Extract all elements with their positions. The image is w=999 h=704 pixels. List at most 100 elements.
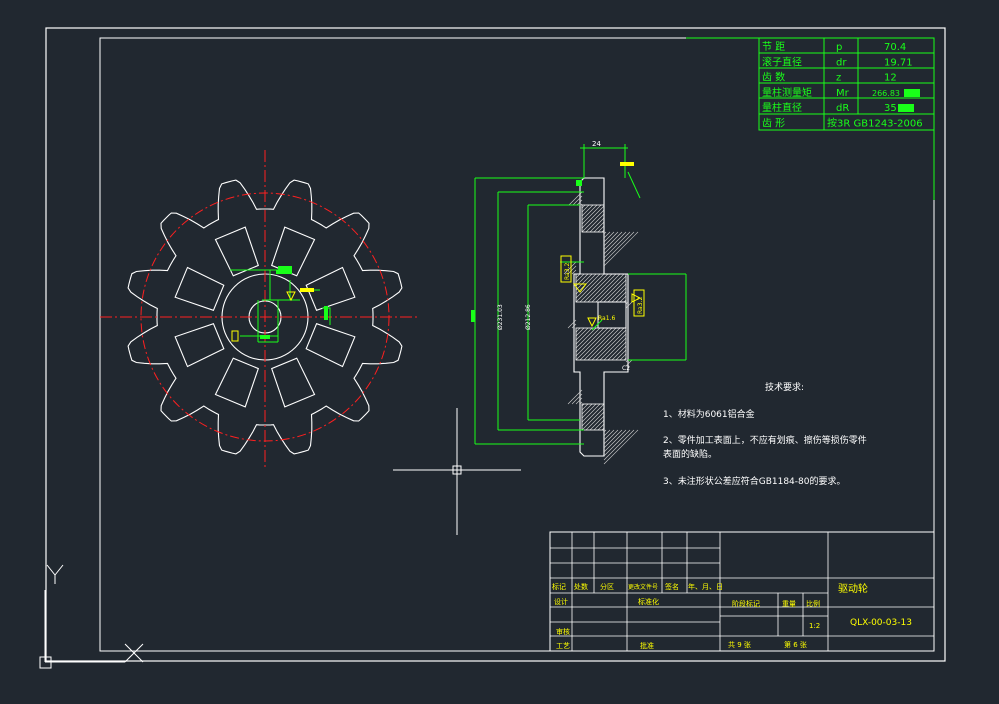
hatch-line bbox=[603, 231, 627, 255]
hatch-line bbox=[575, 327, 597, 349]
roughness-symbol bbox=[286, 291, 296, 302]
hatch-line bbox=[563, 261, 577, 275]
hatch-line bbox=[603, 429, 607, 433]
param-value: 19.71 bbox=[884, 57, 913, 68]
hatch-line bbox=[593, 419, 605, 431]
sheets-total: 共 9 张 bbox=[728, 640, 751, 649]
hatch-line bbox=[615, 349, 627, 361]
hatch-line bbox=[593, 221, 605, 233]
lightening-hole bbox=[214, 357, 260, 408]
table-marker bbox=[898, 108, 914, 112]
hatch-line bbox=[603, 429, 635, 461]
annotation-marker bbox=[231, 330, 239, 342]
hatch-line bbox=[587, 327, 621, 361]
design-label: 设计 bbox=[554, 597, 568, 606]
hatch-line bbox=[603, 231, 623, 251]
param-value: 70.4 bbox=[884, 42, 906, 53]
hatch-line bbox=[581, 403, 593, 415]
sprocket-front-view[interactable] bbox=[100, 150, 420, 470]
annotation-marker bbox=[278, 266, 292, 270]
hatch-line bbox=[595, 273, 625, 303]
hatch-line bbox=[615, 291, 627, 303]
hatch-region bbox=[581, 204, 605, 233]
rev-header-4: 签名 bbox=[665, 582, 679, 591]
crosshair-cursor[interactable] bbox=[393, 408, 521, 535]
hatch-line bbox=[575, 273, 593, 291]
roughness-box bbox=[633, 289, 645, 317]
param-symbol: dR bbox=[836, 103, 849, 114]
hatch-line bbox=[575, 327, 585, 337]
dimension-marker bbox=[620, 162, 634, 166]
hatch-line bbox=[581, 407, 605, 431]
hatch-line bbox=[603, 231, 639, 267]
hatch-line bbox=[603, 279, 627, 303]
hatch-line bbox=[581, 403, 597, 419]
tech-req-item-2b: 表面的缺陷。 bbox=[663, 448, 717, 460]
hatch-line bbox=[603, 231, 607, 235]
lightening-hole bbox=[270, 357, 316, 408]
process-label: 工艺 bbox=[556, 642, 570, 650]
hatch-line bbox=[591, 327, 625, 361]
hatch-line bbox=[603, 429, 627, 453]
hatch-line bbox=[580, 203, 583, 206]
hatch-line bbox=[581, 403, 589, 411]
dimension-marker bbox=[576, 180, 582, 186]
approve-label: 批准 bbox=[640, 641, 654, 650]
roughness-symbol bbox=[587, 317, 597, 328]
tech-req-item-2: 2、零件加工表面上，不应有划痕、擦伤等损伤零件 bbox=[663, 434, 867, 446]
sheet-number: 第 6 张 bbox=[784, 640, 807, 649]
hatch-line bbox=[625, 359, 633, 367]
hatch-line bbox=[583, 327, 617, 361]
hatch-line bbox=[572, 195, 583, 206]
param-name: 齿 形 bbox=[762, 118, 785, 130]
hatch-line bbox=[589, 415, 605, 431]
param-symbol: dr bbox=[836, 57, 847, 68]
weight-label: 重量 bbox=[782, 600, 796, 608]
hatch-line bbox=[567, 389, 583, 405]
param-value: 12 bbox=[884, 73, 897, 84]
hatch-line bbox=[603, 231, 619, 247]
hatch-line bbox=[603, 337, 627, 361]
hatch-line bbox=[587, 273, 617, 303]
chamfer-label: C2 bbox=[622, 365, 630, 372]
lightening-holes bbox=[174, 226, 356, 408]
roughness-symbol bbox=[573, 283, 587, 293]
part-name: 驱动轮 bbox=[838, 582, 868, 595]
dimension-marker bbox=[471, 310, 475, 322]
hatch-line bbox=[571, 393, 583, 405]
hatch-line bbox=[581, 204, 586, 209]
hatch-line bbox=[567, 265, 577, 275]
sheet-border bbox=[45, 27, 946, 662]
title-block: 标记 处数 分区 更改文件号 签名 年、月、日 设计 标准化 审核 工艺 批准 … bbox=[549, 531, 935, 652]
roughness-label-1: Ra3.2 bbox=[564, 263, 571, 280]
hatch-line bbox=[575, 397, 583, 405]
param-value: 266.83 bbox=[872, 89, 900, 98]
hatch-line bbox=[579, 327, 613, 361]
hatch-line bbox=[603, 429, 611, 437]
hatch-line bbox=[607, 283, 627, 303]
tech-req-item-3: 3、未注形状公差应符合GB1184-80的要求。 bbox=[663, 475, 845, 487]
hatch-line bbox=[603, 231, 635, 263]
rev-header-2: 分区 bbox=[600, 582, 614, 591]
table-marker bbox=[898, 104, 914, 108]
hatch-line bbox=[576, 199, 583, 206]
scale-value: 1:2 bbox=[809, 622, 820, 630]
hatch-line bbox=[575, 273, 605, 303]
annotation-marker bbox=[276, 270, 292, 274]
hatch-line bbox=[581, 205, 605, 229]
hatch-line bbox=[581, 204, 602, 225]
rev-header-0: 标记 bbox=[552, 582, 566, 591]
scale-label: 比例 bbox=[806, 599, 820, 608]
bore-gap bbox=[597, 301, 627, 329]
hatch-region bbox=[581, 403, 605, 431]
hatch-line bbox=[575, 327, 605, 357]
rev-header-1: 处数 bbox=[574, 582, 588, 591]
lightening-hole bbox=[174, 266, 225, 312]
sprocket-section-view[interactable]: 24 Ø231.03 Ø212.86 Ra3.2 Ra1.6 Ra3.2 C2 bbox=[471, 140, 687, 465]
hatch-line bbox=[575, 273, 601, 299]
hatch-line bbox=[603, 429, 631, 457]
review-label: 审核 bbox=[556, 627, 570, 636]
annotation-marker bbox=[324, 306, 328, 320]
